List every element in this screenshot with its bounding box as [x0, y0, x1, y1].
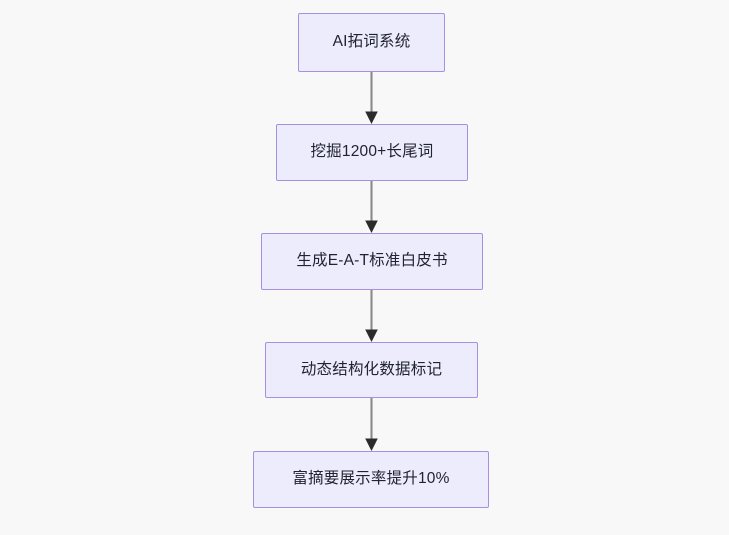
edge-n0-n1 — [365, 72, 378, 124]
flow-node-mine-longtail-keywords[interactable]: 挖掘1200+长尾词 — [276, 124, 468, 181]
flow-node-ai-keyword-system[interactable]: AI拓词系统 — [298, 13, 445, 72]
flow-node-label: 挖掘1200+长尾词 — [310, 143, 434, 161]
flow-node-label: AI拓词系统 — [332, 33, 411, 51]
flow-node-label: 生成E-A-T标准白皮书 — [296, 252, 448, 270]
flow-node-rich-snippet-impression-lift[interactable]: 富摘要展示率提升10% — [253, 451, 489, 508]
flow-node-label: 动态结构化数据标记 — [300, 360, 443, 378]
edge-n3-n4 — [365, 398, 378, 451]
flow-node-generate-eat-whitepaper[interactable]: 生成E-A-T标准白皮书 — [261, 233, 483, 290]
flow-node-label: 富摘要展示率提升10% — [292, 470, 450, 488]
flow-node-dynamic-structured-data-markup[interactable]: 动态结构化数据标记 — [265, 342, 478, 398]
edge-n2-n3 — [365, 290, 378, 342]
edge-n1-n2 — [365, 181, 378, 233]
